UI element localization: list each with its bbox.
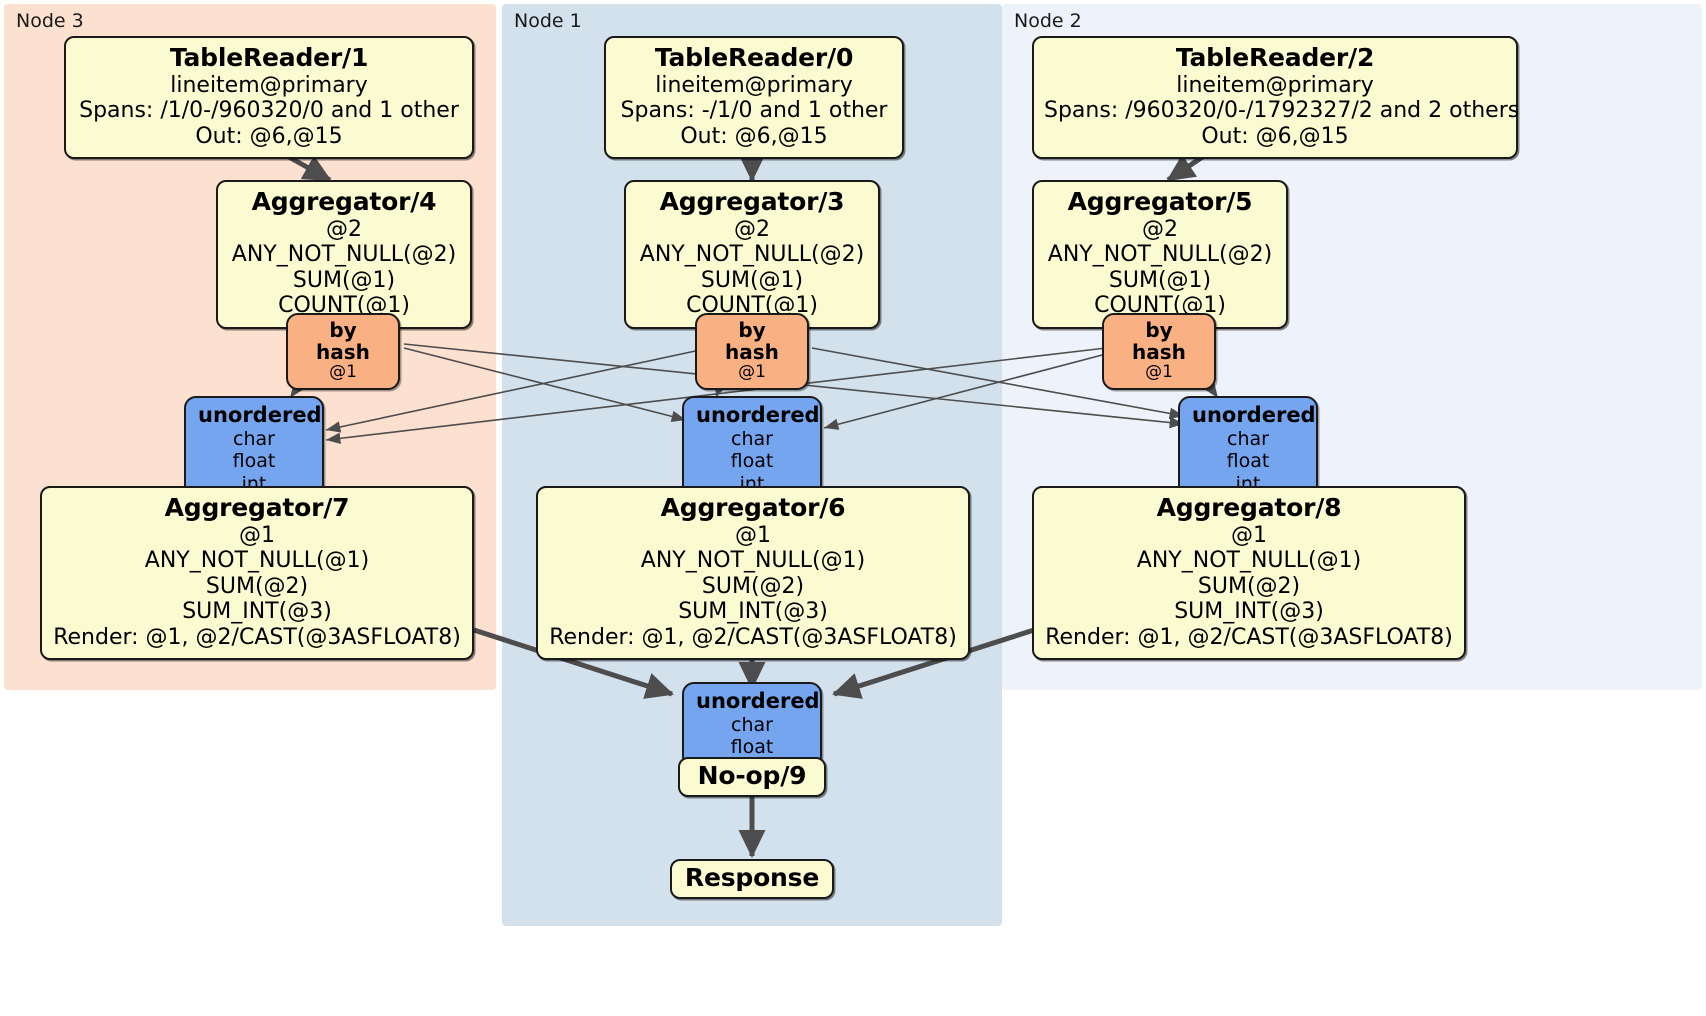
node-line: Spans: /1/0-/960320/0 and 1 other [79,98,459,124]
node-line: float [1226,450,1270,473]
node-line: ANY_NOT_NULL(@1) [1136,548,1362,574]
node-line: @1 [1145,362,1173,382]
node-line: lineitem@primary [170,72,368,98]
node-title: by hash [1132,318,1186,364]
node-line: float [232,450,276,473]
node-line: lineitem@primary [1176,72,1374,98]
node-noop-9[interactable]: No-op/9 [678,757,826,797]
node-line: @1 [1231,522,1267,548]
node-title: Aggregator/5 [1067,187,1253,216]
node-line: @2 [1142,216,1178,242]
node-by-hash-left[interactable]: by hash @1 [286,313,400,390]
node-line: ANY_NOT_NULL(@2) [231,242,457,268]
node-title: Aggregator/7 [164,493,350,522]
node-title: Aggregator/3 [659,187,845,216]
node-line: SUM(@2) [701,573,805,599]
node-line: float [730,450,774,473]
node-line: SUM(@2) [1197,573,1301,599]
node-aggregator-3[interactable]: Aggregator/3 @2 ANY_NOT_NULL(@2) SUM(@1)… [624,180,880,329]
node-response[interactable]: Response [670,859,834,899]
node-line: char [1227,427,1269,450]
node-line: lineitem@primary [655,72,853,98]
node-line: Spans: -/1/0 and 1 other [620,98,888,124]
node-line: char [731,427,773,450]
node-line: ANY_NOT_NULL(@2) [639,242,865,268]
node-line: Render: @1, @2/CAST(@3ASFLOAT8) [1045,624,1453,650]
node-line: SUM_INT(@3) [678,599,828,625]
node-line: @1 [738,362,766,382]
node-title: TableReader/1 [169,43,369,72]
node-line: Spans: /960320/0-/1792327/2 and 2 others [1044,98,1520,124]
node-title: TableReader/0 [654,43,854,72]
node-line: SUM(@1) [292,267,396,293]
node-line: SUM(@2) [205,573,309,599]
node-aggregator-7[interactable]: Aggregator/7 @1 ANY_NOT_NULL(@1) SUM(@2)… [40,486,474,661]
node-title: Aggregator/4 [251,187,437,216]
node-line: SUM(@1) [700,267,804,293]
node-aggregator-4[interactable]: Aggregator/4 @2 ANY_NOT_NULL(@2) SUM(@1)… [216,180,472,329]
node-by-hash-right[interactable]: by hash @1 [1102,313,1216,390]
node-title: Aggregator/6 [660,493,846,522]
node-line: @1 [329,362,357,382]
node-title: unordered [198,403,322,427]
node-line: @1 [239,522,275,548]
node-aggregator-6[interactable]: Aggregator/6 @1 ANY_NOT_NULL(@1) SUM(@2)… [536,486,970,661]
node-unordered-final[interactable]: unordered char float [682,682,822,768]
node-title: No-op/9 [697,761,807,790]
node-title: by hash [725,318,779,364]
node-table-reader-1[interactable]: TableReader/1 lineitem@primary Spans: /1… [64,36,474,160]
node-aggregator-5[interactable]: Aggregator/5 @2 ANY_NOT_NULL(@2) SUM(@1)… [1032,180,1288,329]
node-line: char [731,713,773,736]
node-line: Out: @6,@15 [680,123,828,149]
panel-node-3-label: Node 3 [16,10,84,32]
node-title: unordered [696,689,820,713]
node-line: Out: @6,@15 [195,123,343,149]
node-line: Render: @1, @2/CAST(@3ASFLOAT8) [549,624,957,650]
node-title: Aggregator/8 [1156,493,1342,522]
node-line: Render: @1, @2/CAST(@3ASFLOAT8) [53,624,461,650]
node-line: SUM(@1) [1108,267,1212,293]
node-table-reader-2[interactable]: TableReader/2 lineitem@primary Spans: /9… [1032,36,1520,160]
node-line: ANY_NOT_NULL(@1) [640,548,866,574]
node-line: SUM_INT(@3) [182,599,332,625]
node-title: Response [684,863,820,892]
node-line: char [233,427,275,450]
panel-node-1-label: Node 1 [514,10,582,32]
node-aggregator-8[interactable]: Aggregator/8 @1 ANY_NOT_NULL(@1) SUM(@2)… [1032,486,1466,661]
node-line: @1 [735,522,771,548]
node-by-hash-mid[interactable]: by hash @1 [695,313,809,390]
node-line: @2 [734,216,770,242]
node-title: TableReader/2 [1175,43,1375,72]
node-line: SUM_INT(@3) [1174,599,1324,625]
node-line: @2 [326,216,362,242]
node-table-reader-0[interactable]: TableReader/0 lineitem@primary Spans: -/… [604,36,904,160]
node-line: ANY_NOT_NULL(@1) [144,548,370,574]
node-line: float [730,736,774,759]
node-line: ANY_NOT_NULL(@2) [1047,242,1273,268]
node-title: by hash [316,318,370,364]
node-line: Out: @6,@15 [1201,123,1349,149]
node-title: unordered [1192,403,1316,427]
node-title: unordered [696,403,820,427]
panel-node-2-label: Node 2 [1014,10,1082,32]
node-unordered-right[interactable]: unordered char float int [1178,396,1318,504]
